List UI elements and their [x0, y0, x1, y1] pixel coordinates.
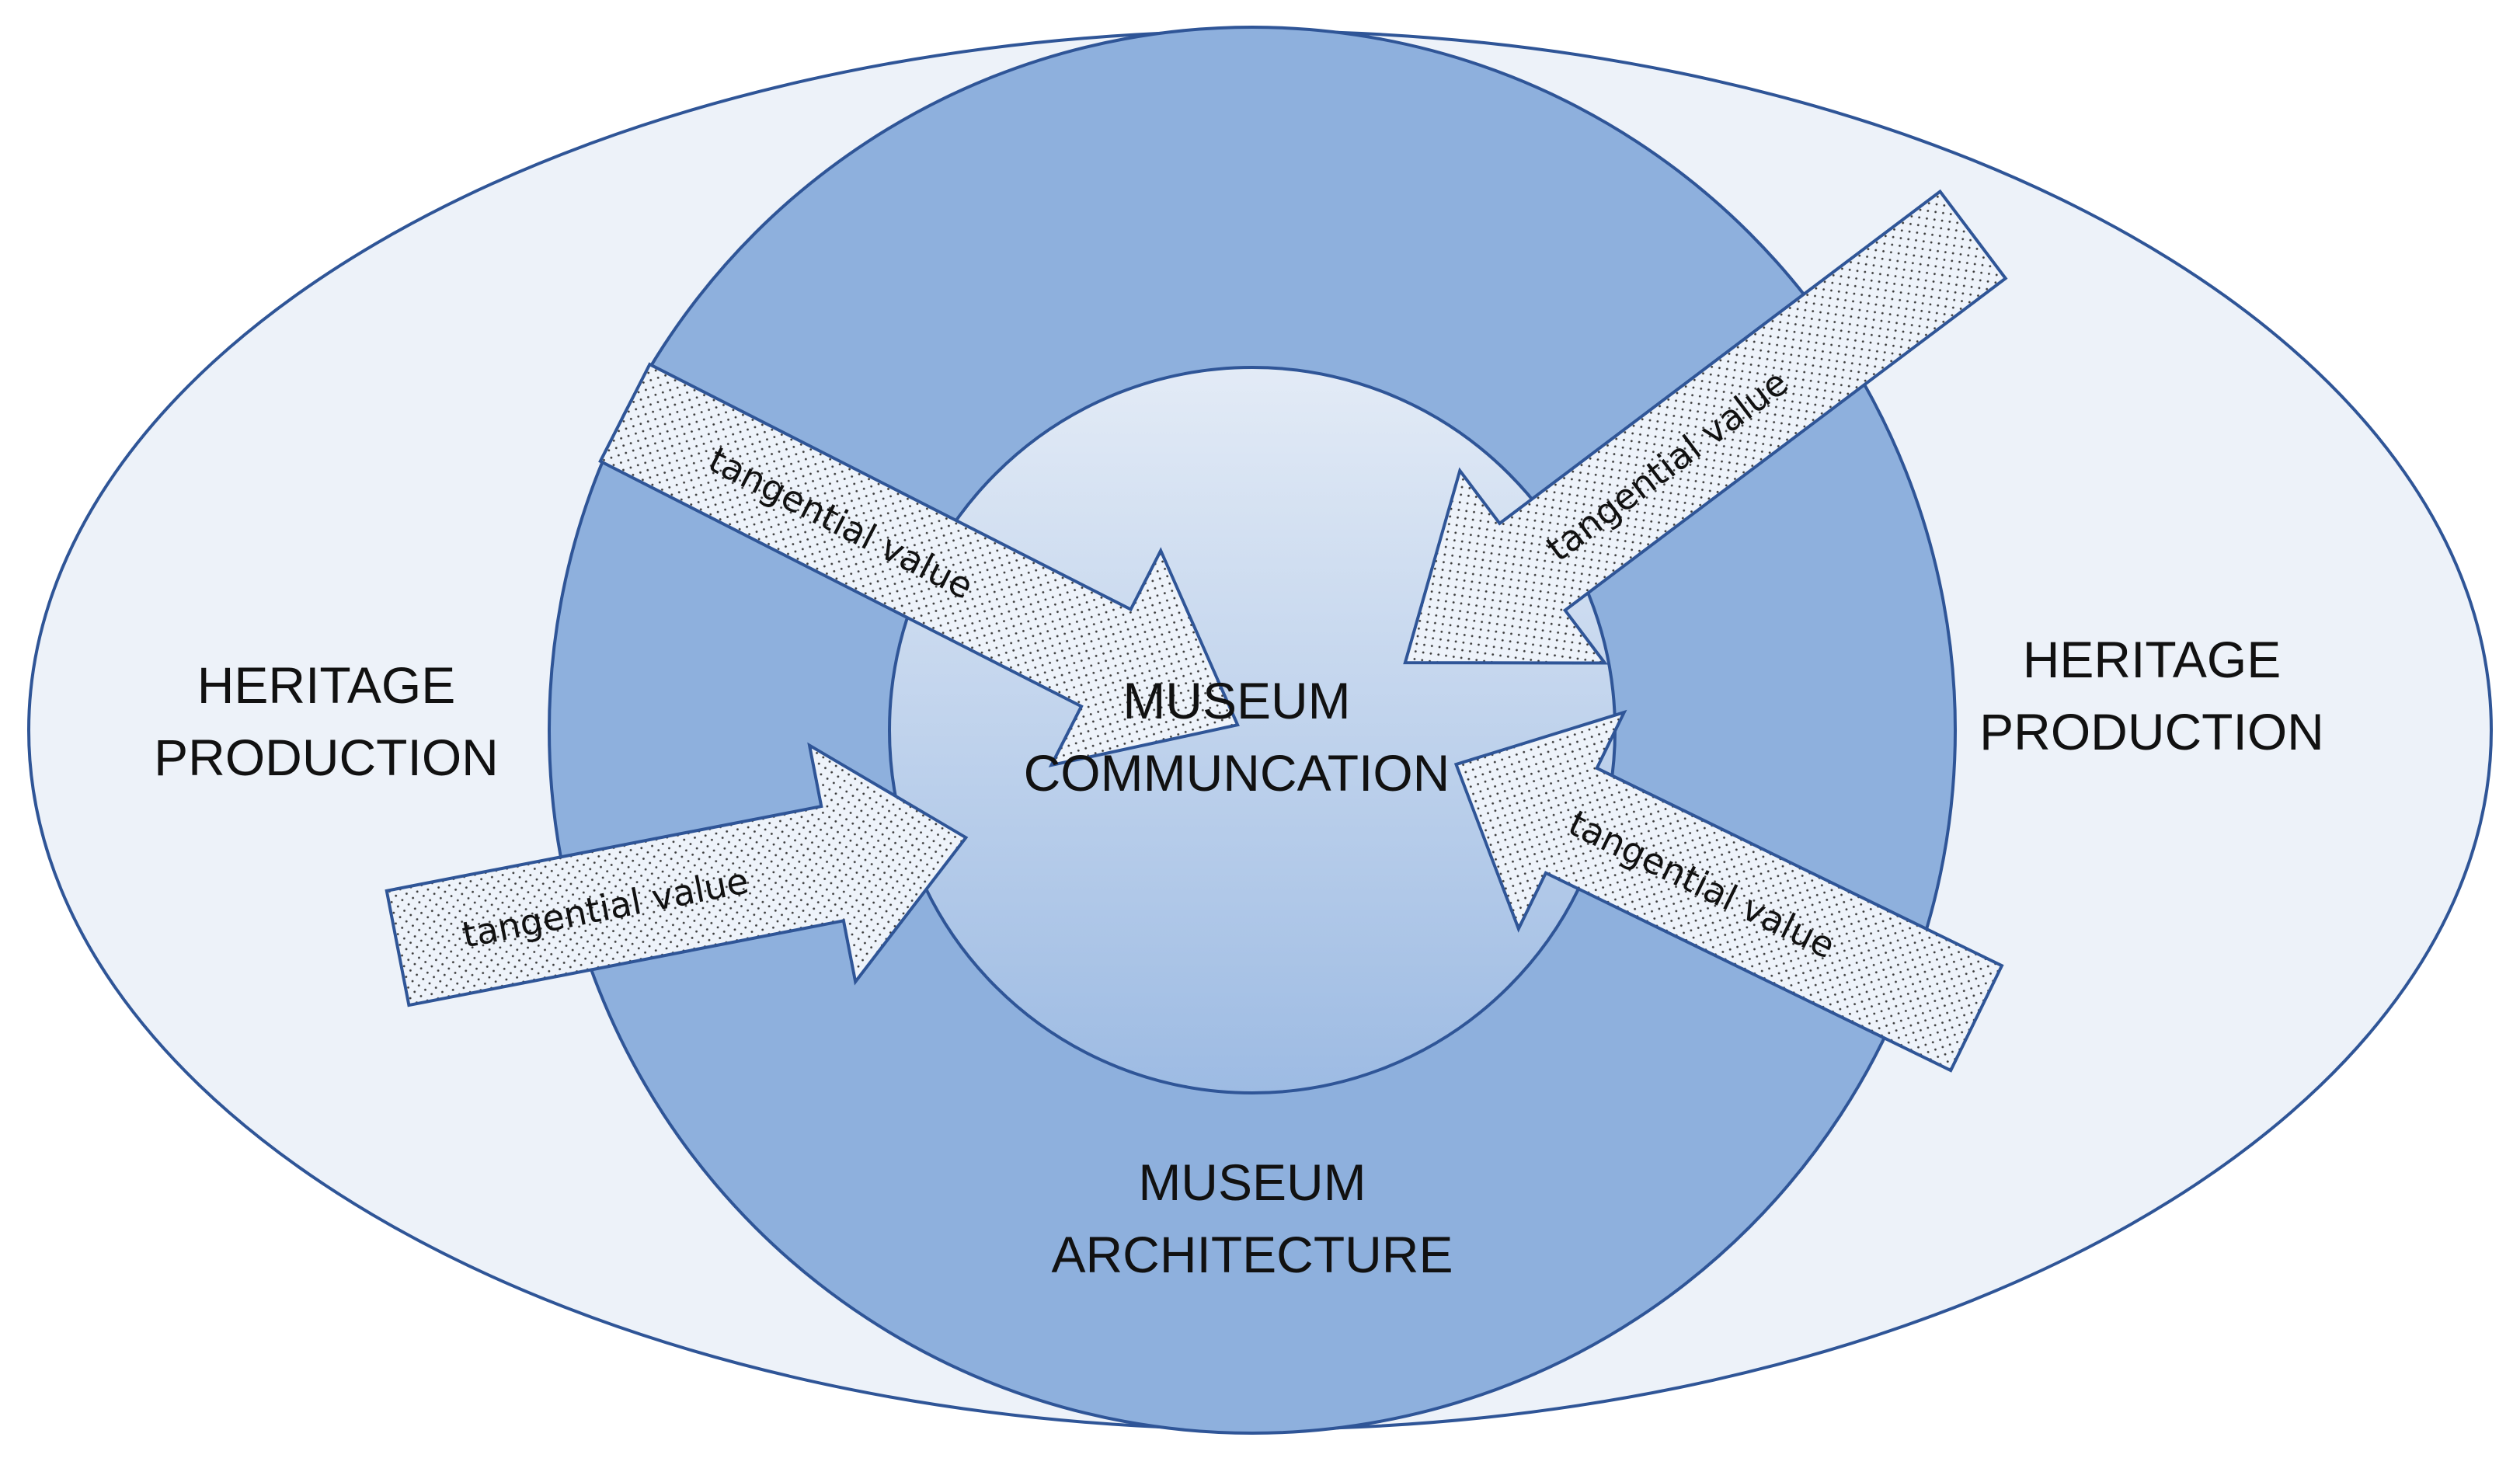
- heritage-production-right-line1: HERITAGE: [2023, 631, 2281, 688]
- heritage-production-left-line2: PRODUCTION: [154, 729, 499, 786]
- museum-communication-line1: MUSEUM: [1123, 672, 1350, 729]
- museum-architecture-line1: MUSEUM: [1138, 1154, 1366, 1211]
- heritage-production-right-line2: PRODUCTION: [1979, 703, 2324, 760]
- museum-communication-line2: COMMUNCATION: [1024, 744, 1450, 802]
- heritage-production-left-line1: HERITAGE: [197, 656, 455, 714]
- museum-architecture-line2: ARCHITECTURE: [1051, 1226, 1453, 1283]
- tangential-value-arrow-lower-left: tangential value: [385, 742, 969, 1007]
- museum-communication-circle: [888, 366, 1617, 1094]
